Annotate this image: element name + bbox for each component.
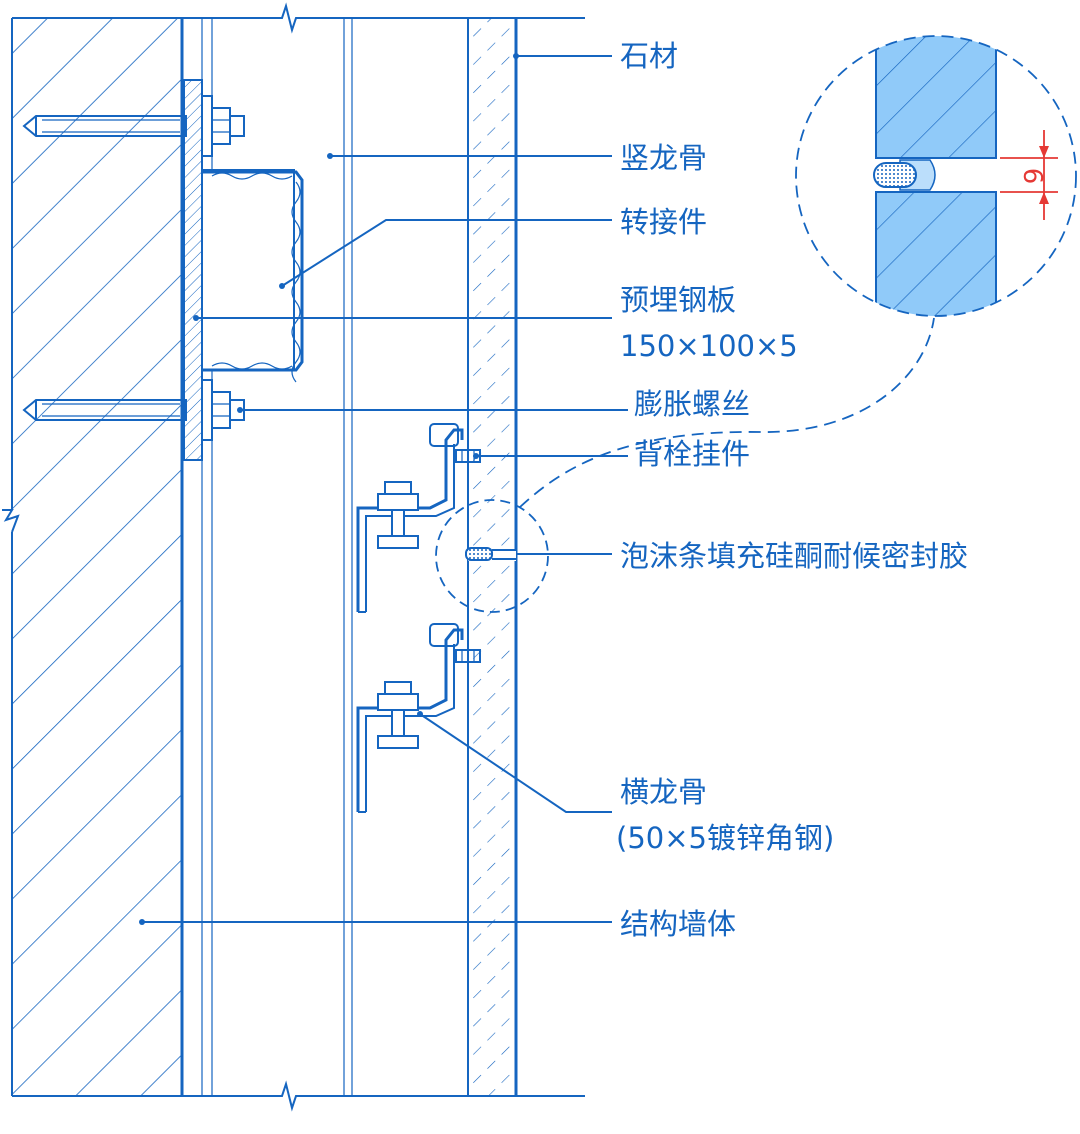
label-adapter: 转接件 [620,205,707,239]
label-stone: 石材 [620,39,678,73]
expansion-bolt-top [22,95,245,157]
gap-dimension: 6 [1000,130,1058,220]
gap-dimension-value: 6 [1017,168,1047,185]
label-structural-wall: 结构墙体 [620,907,736,941]
label-sealant: 泡沫条填充硅酮耐候密封胶 [620,539,968,573]
stone-panel [467,17,518,1097]
joint-detail-enlarged: 6 [795,35,1077,317]
label-embedded-plate: 预埋钢板 [620,283,736,317]
label-back-bolt-hanger: 背栓挂件 [634,437,750,471]
label-horizontal-keel-spec: (50×5镀锌角钢) [616,821,834,855]
detail-connector [519,317,935,508]
detail-marker-circle [435,499,549,613]
label-expansion-bolt: 膨胀螺丝 [634,387,750,421]
horizontal-keel-upper [356,423,481,613]
structural-wall [2,18,184,1096]
leader-lines [139,53,628,925]
sealant-joint [465,547,516,561]
label-vertical-keel: 竖龙骨 [620,141,707,175]
horizontal-keel-lower [356,623,481,813]
adapter-angle [201,169,304,383]
label-embedded-plate-size: 150×100×5 [620,329,798,363]
label-horizontal-keel: 横龙骨 [620,775,707,809]
expansion-bolt-bottom [22,379,245,441]
